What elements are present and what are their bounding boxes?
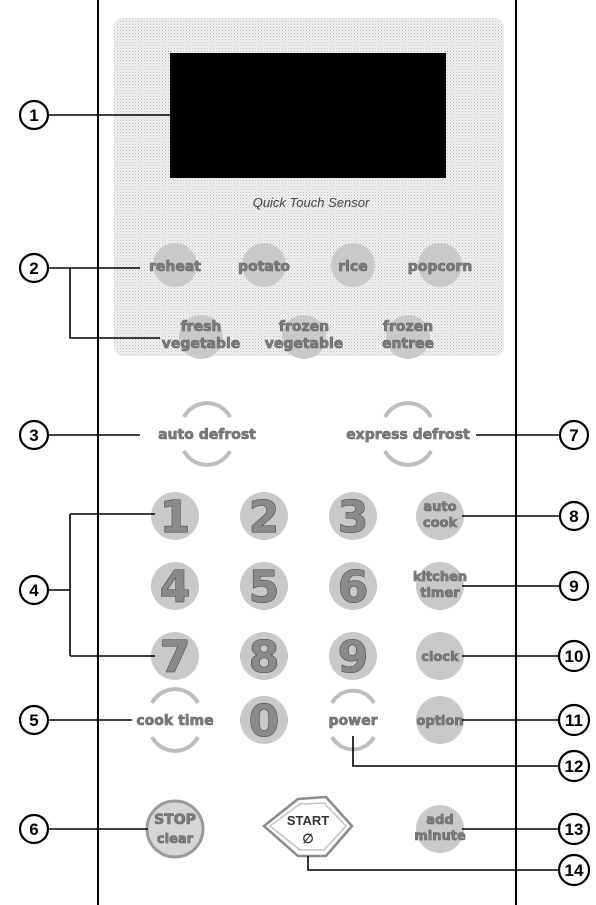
callout-10: 10 [557,639,591,673]
callout-9-number: 9 [569,577,578,596]
callout-7: 7 [558,419,590,451]
potato-button[interactable]: potato [238,243,291,287]
option-button[interactable]: option [416,696,464,744]
callout-8-number: 8 [569,507,578,526]
digit-6: 6 [338,562,369,613]
popcorn-label: popcorn [408,259,472,275]
auto-cook-label-line2: cook [423,516,458,531]
callout-5-number: 5 [29,711,38,730]
add-minute-label-line2: minute [414,829,466,844]
number-key-5[interactable]: 5 [240,562,288,614]
digit-8: 8 [249,632,280,683]
callout-1-number: 1 [29,106,38,125]
frozen-vegetable-label-line2: vegetable [265,336,344,352]
callout-6-number: 6 [29,820,38,839]
clock-button[interactable]: clock [416,632,464,680]
option-label: option [416,714,463,729]
callout-14: 14 [557,853,591,887]
callout-8: 8 [558,500,590,532]
rice-button[interactable]: rice [331,243,375,287]
callout-14-number: 14 [565,861,584,880]
leader-12 [352,736,558,767]
leader-2 [48,267,160,339]
callout-2: 2 [18,252,50,284]
callout-4-number: 4 [29,581,39,600]
callout-11-number: 11 [565,711,583,730]
frozen-entree-label-line1: frozen [383,319,433,335]
clear-label: clear [157,832,194,847]
fresh-vegetable-label-line1: fresh [181,319,222,335]
reheat-label: reheat [149,259,201,275]
callout-12-number: 12 [565,757,584,776]
leader-4 [48,513,155,657]
leader-14 [307,856,558,871]
callout-13-number: 13 [565,820,584,839]
popcorn-button[interactable]: popcorn [407,243,473,287]
number-key-4[interactable]: 4 [151,562,199,614]
callout-1: 1 [18,99,50,131]
callout-13: 13 [557,812,591,846]
number-key-6[interactable]: 6 [329,562,377,614]
express-defrost-button[interactable]: express defrost [346,401,470,467]
digit-4: 4 [160,562,191,613]
kitchen-timer-label-line1: kitchen [413,570,467,585]
callout-3-number: 3 [29,426,38,445]
express-defrost-label: express defrost [346,427,470,443]
callout-4: 4 [18,574,50,606]
start-label: START [287,813,329,828]
stop-clear-button[interactable]: STOP clear [145,799,205,859]
frozen-entree-label-line2: entree [382,336,434,352]
digit-2: 2 [249,492,280,543]
callout-10-number: 10 [565,647,584,666]
number-key-7[interactable]: 7 [151,632,199,684]
digit-9: 9 [338,632,369,683]
auto-defrost-label: auto defrost [158,427,256,443]
kitchen-timer-label-line2: timer [420,586,460,601]
frozen-entree-button[interactable]: frozen entree [382,315,434,359]
add-minute-label-line1: add [426,813,453,828]
rice-label: rice [338,259,368,275]
cook-time-label: cook time [136,713,213,729]
kitchen-timer-button[interactable]: kitchen timer [413,562,467,610]
clock-label: clock [421,650,459,665]
start-symbol: ∅ [302,831,313,846]
reheat-button[interactable]: reheat [149,243,202,287]
digit-7: 7 [160,632,191,683]
auto-cook-label-line1: auto [423,500,456,515]
frozen-vegetable-button[interactable]: frozen vegetable [264,315,344,359]
callout-6: 6 [18,813,50,845]
callout-11: 11 [557,703,591,737]
callout-7-number: 7 [569,426,578,445]
number-key-1[interactable]: 1 [151,492,199,544]
fresh-vegetable-label-line2: vegetable [162,336,241,352]
auto-defrost-button[interactable]: auto defrost [158,401,256,467]
cook-time-button[interactable]: cook time [136,687,214,753]
number-key-9[interactable]: 9 [329,632,377,684]
callout-2-number: 2 [29,259,38,278]
frozen-vegetable-label-line1: frozen [279,319,329,335]
start-button[interactable]: START ∅ [262,795,354,858]
number-key-2[interactable]: 2 [240,492,288,544]
potato-label: potato [238,259,290,275]
display-screen [170,53,446,178]
callout-3: 3 [18,419,50,451]
auto-cook-button[interactable]: auto cook [416,492,464,540]
fresh-vegetable-button[interactable]: fresh vegetable [161,315,241,359]
power-label: power [329,713,378,729]
quick-touch-sensor-label: Quick Touch Sensor [253,195,370,210]
digit-5: 5 [249,562,280,613]
digit-3: 3 [338,492,369,543]
number-key-0[interactable]: 0 [240,696,288,748]
number-key-8[interactable]: 8 [240,632,288,684]
callout-12: 12 [557,749,591,783]
number-key-3[interactable]: 3 [329,492,377,544]
add-minute-button[interactable]: add minute [414,805,466,853]
callout-5: 5 [18,704,50,736]
digit-0: 0 [249,696,280,747]
digit-1: 1 [160,492,191,543]
stop-label: STOP [154,812,196,828]
callout-9: 9 [558,570,590,602]
